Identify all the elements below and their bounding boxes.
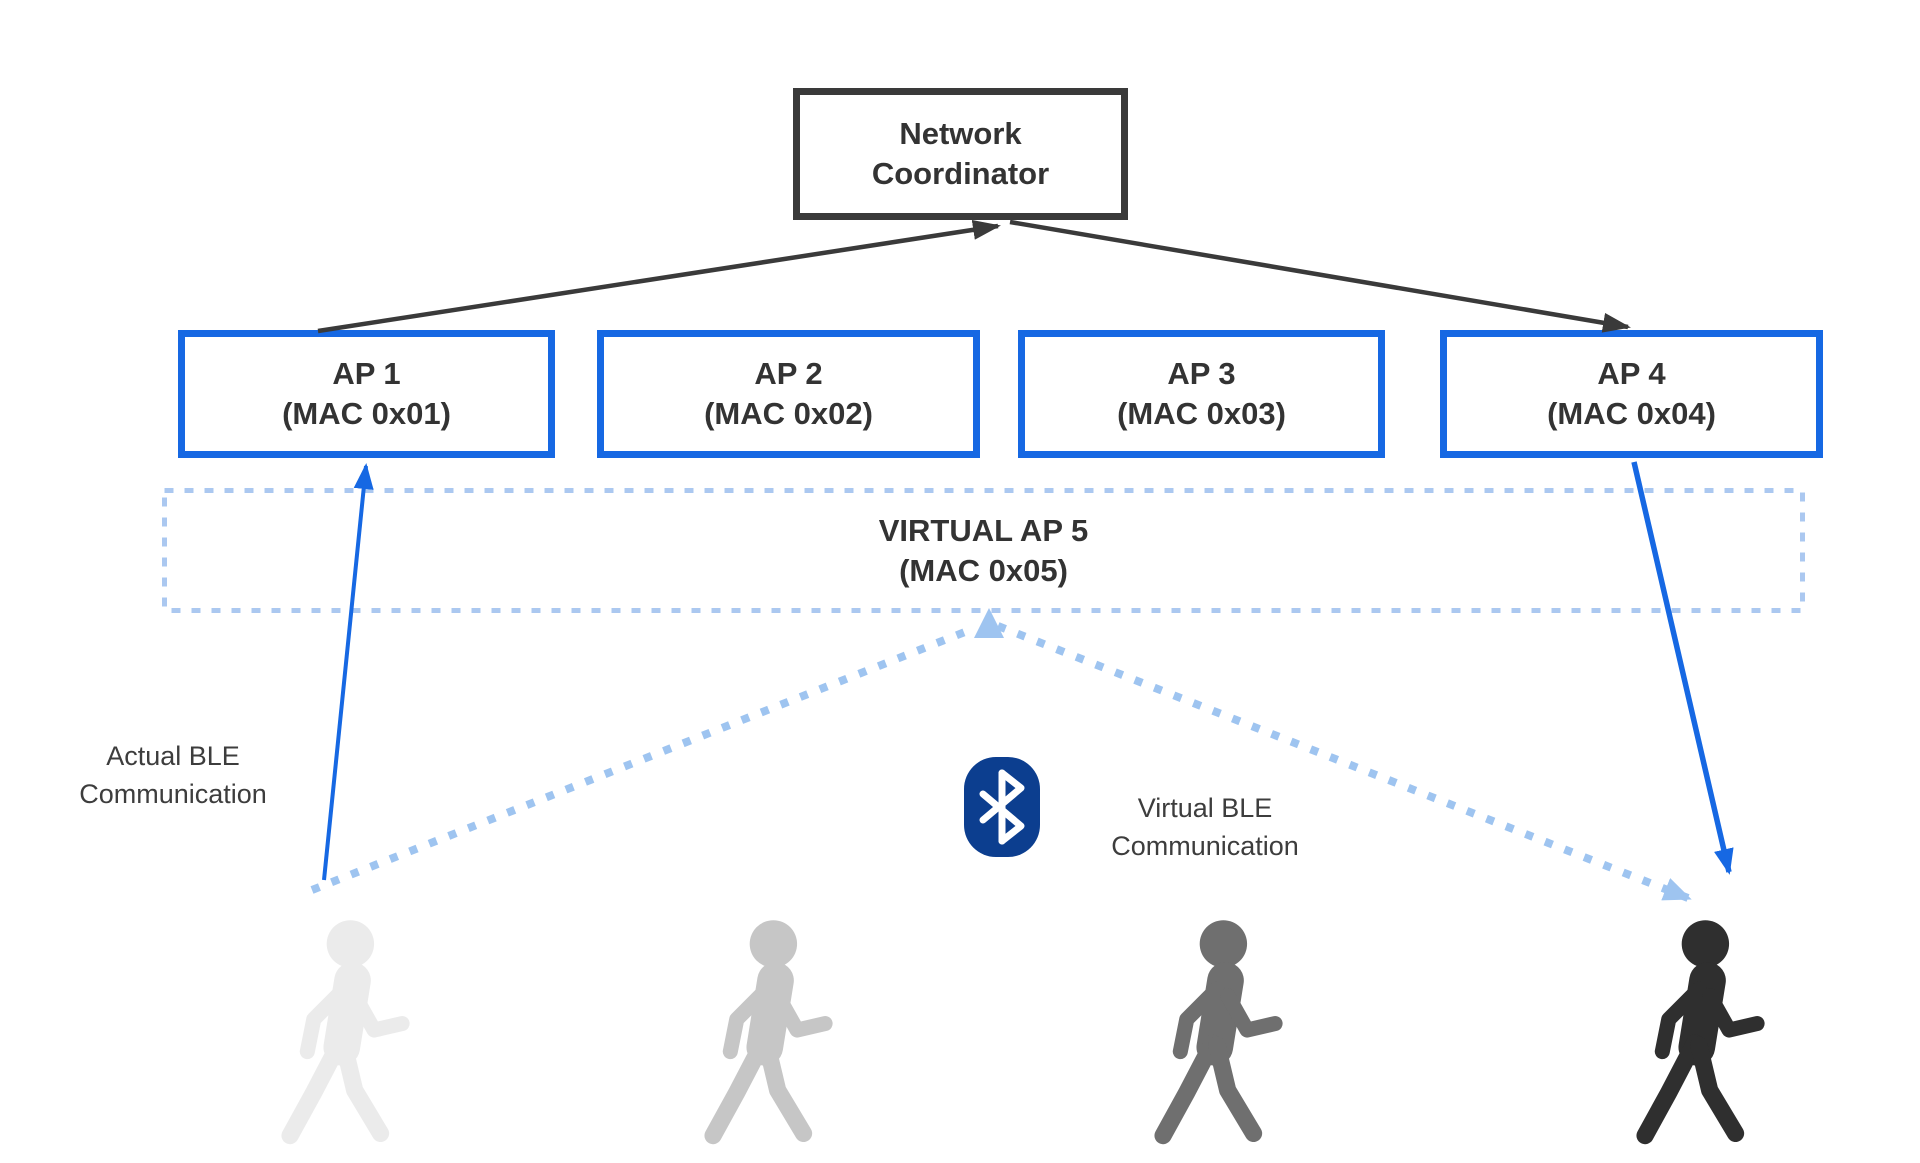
ap2-mac: (MAC 0x02) xyxy=(704,396,873,431)
virtual-ble-label-line1: Virtual BLE xyxy=(1137,793,1273,823)
walking-person-2 xyxy=(698,918,838,1155)
actual-ble-label-line1: Actual BLE xyxy=(106,741,240,771)
walking-person-4 xyxy=(1630,918,1770,1155)
ap2-box: AP 2 (MAC 0x02) xyxy=(597,330,980,458)
virtual-ble-label: Virtual BLE Communication xyxy=(1040,789,1370,865)
actual-ble-label: Actual BLE Communication xyxy=(28,737,318,813)
virtual-ap5-label: VIRTUAL AP 5 (MAC 0x05) xyxy=(162,488,1805,613)
arrow-ap1-to-coordinator xyxy=(317,219,1001,334)
ap4-box: AP 4 (MAC 0x04) xyxy=(1440,330,1823,458)
virtual-ap5-name: VIRTUAL AP 5 xyxy=(878,512,1089,548)
walking-person-3 xyxy=(1148,918,1288,1155)
virtual-ble-label-line2: Communication xyxy=(1111,831,1299,861)
network-coordinator-label-line1: Network xyxy=(899,116,1022,151)
ap3-mac: (MAC 0x03) xyxy=(1117,396,1286,431)
dotted-arrow-person1-to-vap5 xyxy=(310,624,977,894)
network-coordinator-box: Network Coordinator xyxy=(793,88,1128,220)
virtual-ap5-mac: (MAC 0x05) xyxy=(899,552,1068,588)
ap1-mac: (MAC 0x01) xyxy=(282,396,451,431)
ap3-box: AP 3 (MAC 0x03) xyxy=(1018,330,1385,458)
network-coordinator-label-line2: Coordinator xyxy=(871,156,1050,191)
actual-ble-label-line2: Communication xyxy=(79,779,267,809)
arrow-coordinator-to-ap4 xyxy=(1009,219,1631,333)
walking-person-1 xyxy=(275,918,415,1155)
ap1-box: AP 1 (MAC 0x01) xyxy=(178,330,555,458)
ap3-name: AP 3 xyxy=(1167,356,1236,391)
ap4-name: AP 4 xyxy=(1597,356,1666,391)
ap4-mac: (MAC 0x04) xyxy=(1547,396,1716,431)
ap2-name: AP 2 xyxy=(754,356,823,391)
bluetooth-icon xyxy=(964,757,1040,857)
ap1-name: AP 1 xyxy=(332,356,401,391)
